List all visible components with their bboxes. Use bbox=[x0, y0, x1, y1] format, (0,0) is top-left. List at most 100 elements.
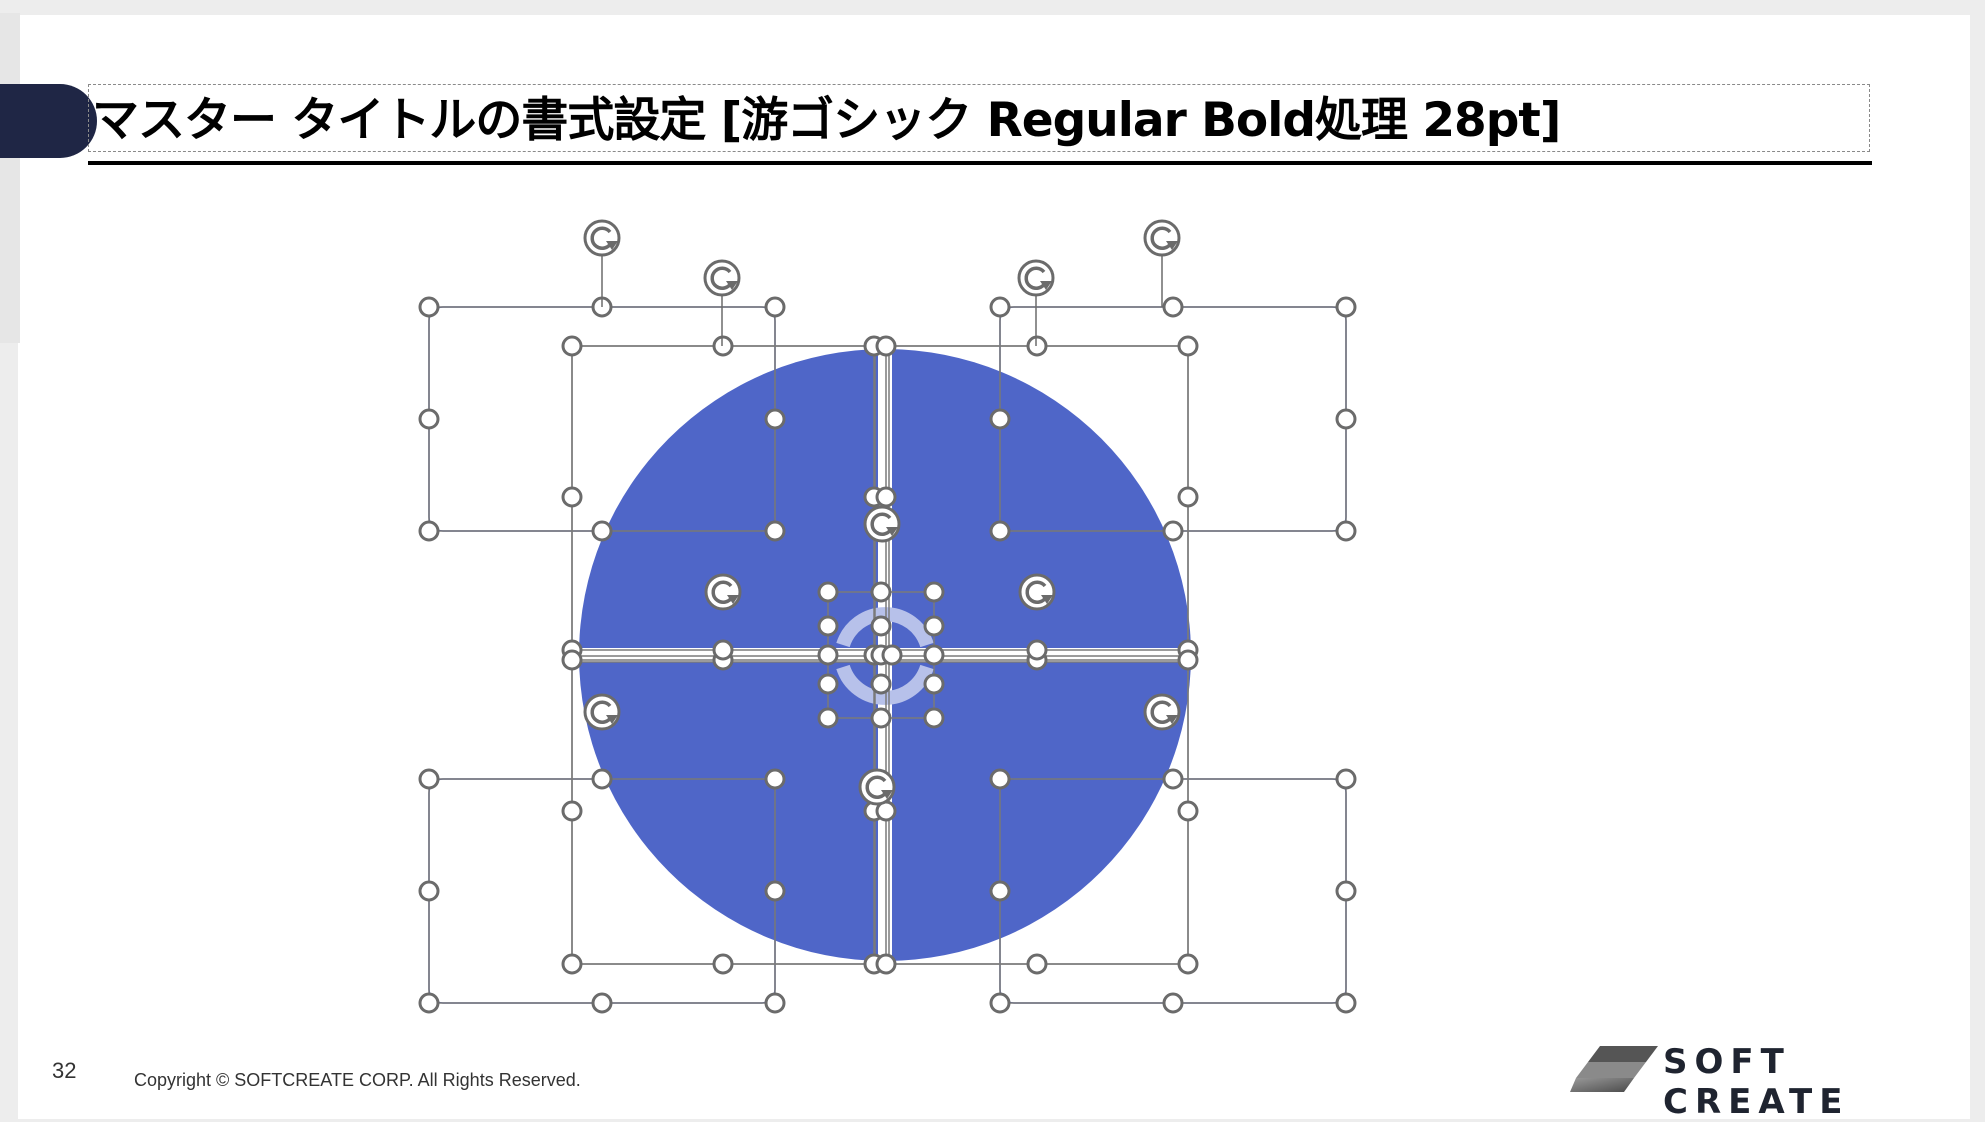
resize-handle-icon[interactable] bbox=[764, 296, 786, 318]
rotate-handle-icon[interactable] bbox=[583, 219, 621, 257]
resize-handle-icon[interactable] bbox=[561, 335, 583, 357]
resize-handle-icon[interactable] bbox=[989, 992, 1011, 1014]
center-ring-top bbox=[836, 607, 934, 648]
rotate-handle-tip bbox=[886, 527, 898, 536]
resize-handle-icon[interactable] bbox=[1177, 335, 1199, 357]
resize-handle-icon[interactable] bbox=[989, 408, 1011, 430]
resize-handle-icon[interactable] bbox=[561, 800, 583, 822]
rotate-handle-tip bbox=[1040, 281, 1052, 290]
rotate-handle-arrow bbox=[1150, 226, 1173, 250]
rotate-handle-icon[interactable] bbox=[858, 768, 896, 806]
resize-handle-icon[interactable] bbox=[923, 644, 945, 666]
rotate-handle-arrow bbox=[590, 226, 613, 250]
rotate-handle-tip bbox=[1041, 595, 1053, 604]
resize-handle-icon[interactable] bbox=[712, 335, 734, 357]
rotate-handle-tip bbox=[881, 790, 893, 799]
resize-handle-icon[interactable] bbox=[989, 296, 1011, 318]
rotate-handle-tip bbox=[1166, 241, 1178, 250]
resize-handle-icon[interactable] bbox=[764, 768, 786, 790]
resize-handle-icon[interactable] bbox=[1162, 768, 1184, 790]
resize-handle-icon[interactable] bbox=[875, 486, 897, 508]
resize-handle-icon[interactable] bbox=[817, 644, 839, 666]
resize-handle-icon[interactable] bbox=[561, 953, 583, 975]
resize-handle-icon[interactable] bbox=[870, 581, 892, 603]
resize-handle-icon[interactable] bbox=[418, 520, 440, 542]
rotate-handle-icon[interactable] bbox=[1143, 219, 1181, 257]
resize-handle-icon[interactable] bbox=[1162, 296, 1184, 318]
resize-handle-icon[interactable] bbox=[817, 581, 839, 603]
rotate-handle-tip bbox=[727, 595, 739, 604]
resize-handle-icon[interactable] bbox=[591, 768, 613, 790]
resize-handle-icon[interactable] bbox=[881, 644, 903, 666]
selection-handles[interactable] bbox=[418, 219, 1357, 1014]
resize-handle-icon[interactable] bbox=[418, 768, 440, 790]
resize-handle-icon[interactable] bbox=[561, 649, 583, 671]
resize-handle-icon[interactable] bbox=[875, 953, 897, 975]
resize-handle-icon[interactable] bbox=[870, 615, 892, 637]
resize-handle-icon[interactable] bbox=[764, 408, 786, 430]
resize-handle-icon[interactable] bbox=[764, 992, 786, 1014]
rotate-handle-arrow bbox=[870, 512, 893, 536]
rotate-handle-icon[interactable] bbox=[583, 693, 621, 731]
rotate-handle-icon[interactable] bbox=[1018, 573, 1056, 611]
resize-handle-icon[interactable] bbox=[1177, 953, 1199, 975]
resize-handle-icon[interactable] bbox=[1026, 953, 1048, 975]
resize-handle-icon[interactable] bbox=[764, 880, 786, 902]
resize-handle-icon[interactable] bbox=[1335, 520, 1357, 542]
resize-handle-icon[interactable] bbox=[1335, 408, 1357, 430]
resize-handle-icon[interactable] bbox=[1335, 880, 1357, 902]
resize-handle-icon[interactable] bbox=[817, 707, 839, 729]
resize-handle-icon[interactable] bbox=[817, 673, 839, 695]
resize-handle-icon[interactable] bbox=[923, 707, 945, 729]
resize-handle-icon[interactable] bbox=[1335, 992, 1357, 1014]
resize-handle-icon[interactable] bbox=[870, 707, 892, 729]
resize-handle-icon[interactable] bbox=[561, 486, 583, 508]
resize-handle-icon[interactable] bbox=[764, 520, 786, 542]
resize-handle-icon[interactable] bbox=[1177, 649, 1199, 671]
resize-handle-icon[interactable] bbox=[591, 520, 613, 542]
rotate-handle-icon[interactable] bbox=[703, 259, 741, 297]
resize-handle-icon[interactable] bbox=[1026, 639, 1048, 661]
resize-handle-icon[interactable] bbox=[1026, 335, 1048, 357]
resize-handle-icon[interactable] bbox=[923, 581, 945, 603]
rotate-handle-arrow bbox=[865, 775, 888, 799]
resize-handle-icon[interactable] bbox=[418, 880, 440, 902]
rotate-handle-arrow bbox=[711, 580, 734, 604]
resize-handle-icon[interactable] bbox=[989, 520, 1011, 542]
resize-handle-icon[interactable] bbox=[817, 615, 839, 637]
rotate-handle-tip bbox=[606, 715, 618, 724]
resize-handle-icon[interactable] bbox=[418, 992, 440, 1014]
center-ring-bottom bbox=[836, 664, 934, 705]
rotate-handle-icon[interactable] bbox=[1143, 693, 1181, 731]
resize-handle-icon[interactable] bbox=[1177, 486, 1199, 508]
rotate-handle-tip bbox=[606, 241, 618, 250]
rotate-handle-icon[interactable] bbox=[704, 573, 742, 611]
resize-handle-icon[interactable] bbox=[1162, 520, 1184, 542]
title-accent-pill bbox=[0, 84, 97, 158]
slide-title[interactable]: マスター タイトルの書式設定 [游ゴシック Regular Bold処理 28p… bbox=[92, 93, 1561, 148]
resize-handle-icon[interactable] bbox=[923, 615, 945, 637]
resize-handle-icon[interactable] bbox=[712, 953, 734, 975]
rotate-handle-icon[interactable] bbox=[1017, 259, 1055, 297]
title-placeholder-box[interactable] bbox=[88, 84, 1870, 152]
resize-handle-icon[interactable] bbox=[418, 296, 440, 318]
resize-handle-icon[interactable] bbox=[923, 673, 945, 695]
resize-handle-icon[interactable] bbox=[1162, 992, 1184, 1014]
resize-handle-icon[interactable] bbox=[989, 768, 1011, 790]
page-number: 32 bbox=[52, 1058, 77, 1083]
rotate-handle-tip bbox=[726, 281, 738, 290]
rotate-handle-icon[interactable] bbox=[863, 505, 901, 543]
resize-handle-icon[interactable] bbox=[418, 408, 440, 430]
resize-handle-icon[interactable] bbox=[1335, 296, 1357, 318]
resize-handle-icon[interactable] bbox=[870, 673, 892, 695]
resize-handle-icon[interactable] bbox=[1335, 768, 1357, 790]
resize-handle-icon[interactable] bbox=[1177, 800, 1199, 822]
resize-handle-icon[interactable] bbox=[989, 880, 1011, 902]
resize-handle-icon[interactable] bbox=[712, 639, 734, 661]
logo-text: SOFT CREATE bbox=[1663, 1042, 1850, 1122]
copyright-text: Copyright © SOFTCREATE CORP. All Rights … bbox=[134, 1070, 581, 1090]
resize-handle-icon[interactable] bbox=[591, 992, 613, 1014]
resize-handle-icon[interactable] bbox=[875, 335, 897, 357]
rotate-handle-arrow bbox=[1150, 700, 1173, 724]
